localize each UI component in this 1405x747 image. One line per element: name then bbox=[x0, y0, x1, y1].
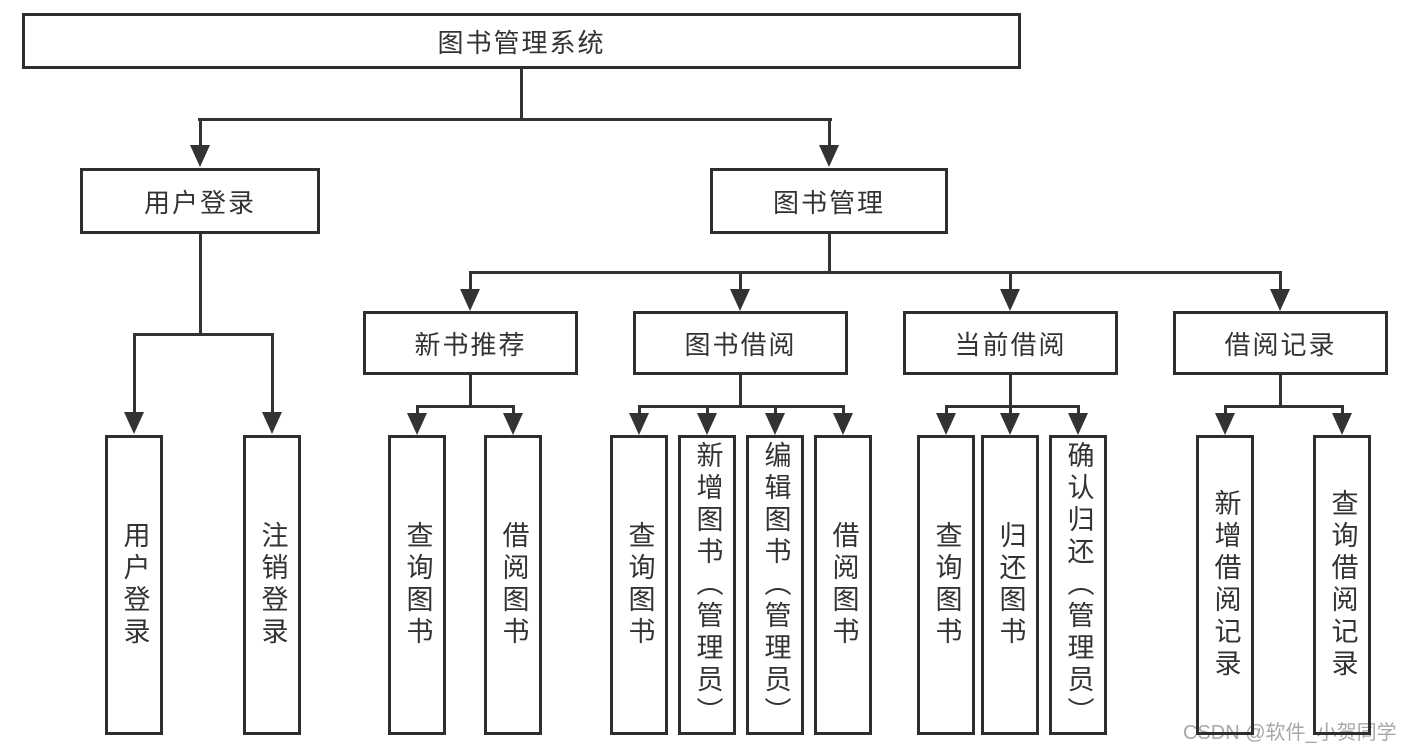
arrow-down-icon bbox=[833, 413, 853, 435]
arrow-down-icon bbox=[1215, 413, 1235, 435]
connector-line bbox=[271, 333, 274, 413]
arrow-down-icon bbox=[629, 413, 649, 435]
arrow-down-icon bbox=[1270, 289, 1290, 311]
leaf-records-query-record: 查询借阅记录 bbox=[1313, 435, 1371, 735]
arrow-down-icon bbox=[407, 413, 427, 435]
arrow-down-icon bbox=[124, 412, 144, 434]
leaf-user-login-label: 用户登录 bbox=[119, 521, 150, 649]
node-new-book-recommendation-label: 新书推荐 bbox=[414, 329, 527, 360]
leaf-borrow-add-book-admin-label: 新增图书（管理员） bbox=[692, 441, 723, 729]
arrow-down-icon bbox=[503, 413, 523, 435]
leaf-borrow-edit-book-admin-label: 编辑图书（管理员） bbox=[760, 441, 791, 729]
connector-line bbox=[774, 405, 777, 415]
leaf-borrow-borrow-book: 借阅图书 bbox=[814, 435, 872, 735]
leaf-records-query-record-label: 查询借阅记录 bbox=[1327, 489, 1358, 681]
connector-line bbox=[706, 405, 709, 415]
connector-line bbox=[416, 405, 419, 415]
node-current-borrowing: 当前借阅 bbox=[903, 311, 1118, 375]
arrow-down-icon bbox=[1000, 289, 1020, 311]
connector-line bbox=[828, 234, 831, 274]
connector-line bbox=[1009, 405, 1012, 415]
connector-line bbox=[638, 405, 845, 408]
leaf-records-add-record: 新增借阅记录 bbox=[1196, 435, 1254, 735]
connector-line bbox=[133, 333, 274, 336]
connector-line bbox=[739, 271, 742, 291]
connector-line bbox=[1009, 271, 1012, 291]
leaf-current-return-book: 归还图书 bbox=[981, 435, 1039, 735]
leaf-current-query-book-label: 查询图书 bbox=[931, 521, 962, 649]
leaf-user-login: 用户登录 bbox=[105, 435, 163, 735]
leaf-borrow-borrow-book-label: 借阅图书 bbox=[828, 521, 859, 649]
connector-line bbox=[198, 118, 832, 121]
leaf-newbook-borrow-book-label: 借阅图书 bbox=[498, 521, 529, 649]
connector-line bbox=[469, 271, 472, 291]
arrow-down-icon bbox=[1000, 413, 1020, 435]
leaf-borrow-add-book-admin: 新增图书（管理员） bbox=[678, 435, 736, 735]
leaf-newbook-borrow-book: 借阅图书 bbox=[484, 435, 542, 735]
node-book-management: 图书管理 bbox=[710, 168, 948, 234]
node-new-book-recommendation: 新书推荐 bbox=[363, 311, 578, 375]
node-current-borrowing-label: 当前借阅 bbox=[954, 329, 1067, 360]
arrow-down-icon bbox=[697, 413, 717, 435]
leaf-current-query-book: 查询图书 bbox=[917, 435, 975, 735]
arrow-down-icon bbox=[765, 413, 785, 435]
connector-line bbox=[1009, 375, 1012, 408]
leaf-borrow-query-book: 查询图书 bbox=[610, 435, 668, 735]
node-library-system-label: 图书管理系统 bbox=[437, 27, 606, 58]
connector-line bbox=[469, 375, 472, 408]
arrow-down-icon bbox=[1332, 413, 1352, 435]
node-book-borrowing: 图书借阅 bbox=[633, 311, 848, 375]
arrow-down-icon bbox=[262, 412, 282, 434]
node-user-login: 用户登录 bbox=[80, 168, 320, 234]
watermark: CSDN @软件_小贺同学 bbox=[1183, 722, 1397, 744]
leaf-newbook-query-book-label: 查询图书 bbox=[402, 521, 433, 649]
leaf-records-add-record-label: 新增借阅记录 bbox=[1210, 489, 1241, 681]
node-borrowing-records: 借阅记录 bbox=[1173, 311, 1388, 375]
leaf-borrow-query-book-label: 查询图书 bbox=[624, 521, 655, 649]
connector-line bbox=[1279, 375, 1282, 408]
connector-line bbox=[828, 118, 831, 147]
connector-line bbox=[1279, 271, 1282, 291]
connector-line bbox=[416, 405, 515, 408]
arrow-down-icon bbox=[190, 145, 210, 167]
leaf-current-confirm-return-admin: 确认归还（管理员） bbox=[1049, 435, 1107, 735]
connector-line bbox=[1224, 405, 1344, 408]
connector-line bbox=[1077, 405, 1080, 415]
leaf-logout: 注销登录 bbox=[243, 435, 301, 735]
connector-line bbox=[512, 405, 515, 415]
node-book-management-label: 图书管理 bbox=[772, 187, 885, 218]
connector-line bbox=[945, 405, 1080, 408]
connector-line bbox=[199, 118, 202, 147]
connector-line bbox=[469, 271, 1282, 274]
connector-line bbox=[945, 405, 948, 415]
node-user-login-label: 用户登录 bbox=[143, 187, 256, 218]
connector-line bbox=[739, 375, 742, 408]
leaf-newbook-query-book: 查询图书 bbox=[388, 435, 446, 735]
arrow-down-icon bbox=[819, 145, 839, 167]
connector-line bbox=[1224, 405, 1227, 415]
leaf-borrow-edit-book-admin: 编辑图书（管理员） bbox=[746, 435, 804, 735]
leaf-current-confirm-return-admin-label: 确认归还（管理员） bbox=[1063, 441, 1094, 729]
node-borrowing-records-label: 借阅记录 bbox=[1224, 329, 1337, 360]
leaf-current-return-book-label: 归还图书 bbox=[995, 521, 1026, 649]
connector-line bbox=[842, 405, 845, 415]
node-library-system: 图书管理系统 bbox=[22, 13, 1021, 69]
connector-line bbox=[638, 405, 641, 415]
connector-line bbox=[1341, 405, 1344, 415]
arrow-down-icon bbox=[460, 289, 480, 311]
connector-line bbox=[520, 69, 523, 120]
connector-line bbox=[133, 333, 136, 413]
arrow-down-icon bbox=[936, 413, 956, 435]
arrow-down-icon bbox=[1068, 413, 1088, 435]
leaf-logout-label: 注销登录 bbox=[257, 521, 288, 649]
arrow-down-icon bbox=[730, 289, 750, 311]
node-book-borrowing-label: 图书借阅 bbox=[684, 329, 797, 360]
connector-line bbox=[199, 234, 202, 336]
